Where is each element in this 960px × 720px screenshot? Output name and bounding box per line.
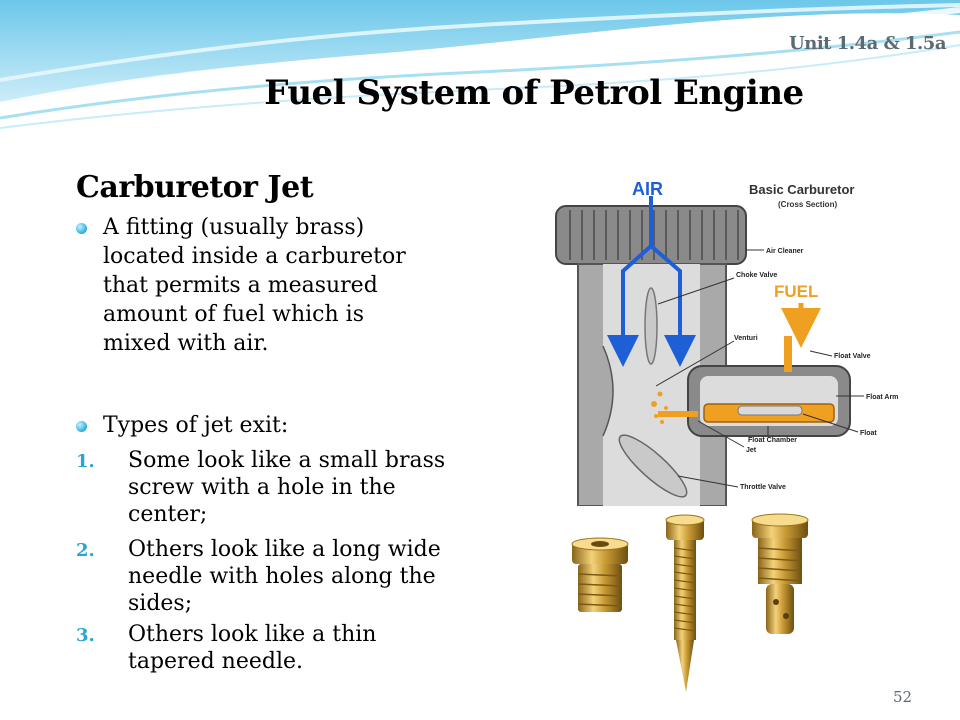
diagram-subheading: (Cross Section) (778, 200, 837, 209)
label-jet: Jet (746, 447, 757, 454)
bullet-text: A fitting (usually brass) located inside… (103, 215, 406, 356)
brass-wide-needle-jet (751, 513, 809, 634)
brass-tapered-needle-jet (665, 514, 705, 692)
brass-screw-jet (571, 537, 629, 612)
label-float: Float (860, 430, 877, 437)
diagram-heading: Basic Carburetor (749, 182, 854, 197)
section-heading: Carburetor Jet (76, 170, 314, 205)
label-choke-valve: Choke Valve (736, 272, 777, 279)
item-number: 1. (76, 451, 95, 472)
bullet-dot-icon (76, 421, 87, 432)
label-throttle-valve: Throttle Valve (740, 484, 786, 491)
brass-jets-photo (571, 513, 809, 692)
item-text: Others look like a thin tapered needle. (128, 622, 377, 674)
header-wave-decoration (0, 0, 960, 129)
item-text: Others look like a long wide needle with… (128, 537, 441, 616)
page-number: 52 (893, 688, 913, 706)
item-number: 2. (76, 540, 95, 561)
slide-title: Fuel System of Petrol Engine (264, 73, 804, 113)
label-float-chamber: Float Chamber (748, 437, 797, 444)
bullet-dot-icon (76, 223, 87, 234)
label-venturi: Venturi (734, 335, 758, 342)
fuel-label: FUEL (774, 282, 818, 301)
item-text: Some look like a small brass screw with … (128, 448, 446, 527)
label-float-valve: Float Valve (834, 353, 871, 360)
item-number: 3. (76, 625, 95, 646)
air-label: AIR (632, 179, 663, 199)
carburetor-diagram: Air Cleaner Choke Valve Venturi Float Va… (555, 179, 898, 506)
label-float-arm: Float Arm (866, 394, 898, 401)
bullet-text: Types of jet exit: (103, 413, 289, 438)
label-air-cleaner: Air Cleaner (766, 248, 804, 255)
unit-label: Unit 1.4a & 1.5a (789, 33, 946, 54)
